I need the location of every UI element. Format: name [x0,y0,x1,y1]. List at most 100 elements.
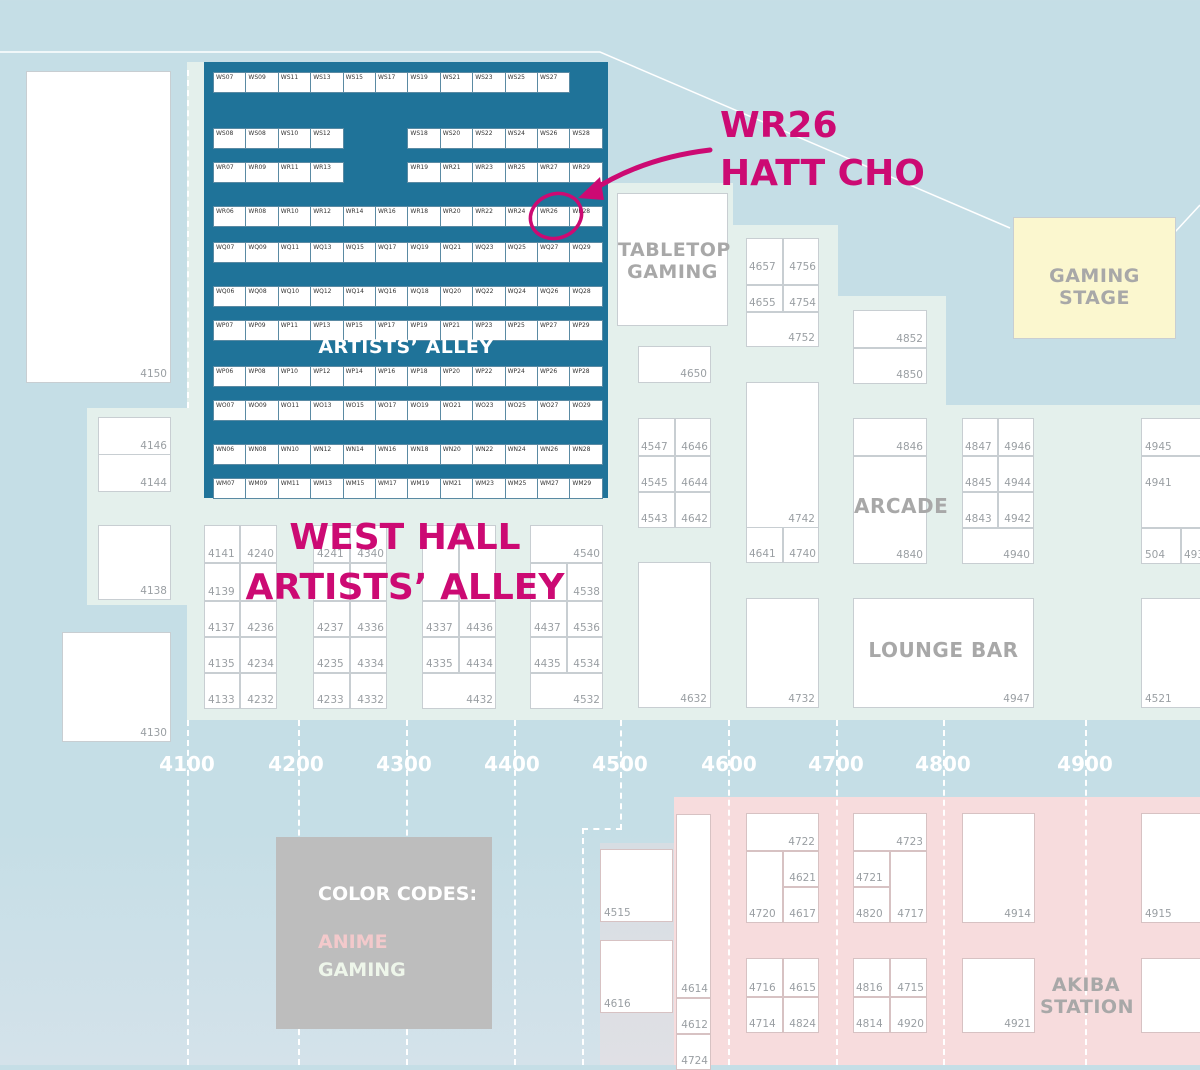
alley-booth-wr09[interactable]: WR09 [245,162,279,183]
alley-booth-wq09[interactable]: WQ09 [245,242,279,263]
booth-4437[interactable]: 4437 [530,601,567,637]
alley-booth-wq21[interactable]: WQ21 [439,242,474,263]
alley-booth-wq14[interactable]: WQ14 [342,286,376,307]
alley-booth-wm11[interactable]: WM11 [277,478,312,499]
alley-booth-wm17[interactable]: WM17 [375,478,409,499]
booth-4824[interactable]: 4723 [853,813,927,851]
booth-4614[interactable]: 4612 [676,998,711,1034]
alley-booth-wn14[interactable]: WN14 [342,444,376,465]
booth-4754[interactable]: 4754 [783,285,819,312]
alley-booth-wo13[interactable]: WO13 [310,400,344,421]
booth-blank[interactable] [240,563,277,601]
booth-4141[interactable]: 4141 [204,525,240,563]
alley-booth-wp10[interactable]: WP10 [277,366,312,387]
alley-booth-wm13[interactable]: WM13 [310,478,344,499]
alley-booth-wp22[interactable]: WP22 [472,366,506,387]
alley-booth-wm25[interactable]: WM25 [504,478,538,499]
alley-booth-wn26[interactable]: WN26 [537,444,571,465]
alley-booth-wq07[interactable]: WQ07 [213,242,247,263]
booth-4947[interactable]: 4945 [1141,418,1200,456]
booth-4144[interactable]: 4144 [98,454,171,492]
booth-4337[interactable]: 4337 [422,601,459,637]
alley-booth-ws25[interactable]: WS25 [504,72,538,93]
booth-4946[interactable]: 4946 [998,418,1034,456]
booth-4940[interactable]: 4940 [962,528,1034,564]
alley-booth-wr12[interactable]: WR12 [310,206,344,227]
booth-4612[interactable]: 4724 [676,1034,711,1070]
alley-booth-wq19[interactable]: WQ19 [407,242,441,263]
alley-booth-ws23[interactable]: WS23 [472,72,506,93]
alley-booth-wn22[interactable]: WN22 [472,444,506,465]
booth-4646[interactable]: 4646 [675,418,711,456]
booth-4617[interactable]: 4716 [746,958,783,997]
booth-4334[interactable]: 4334 [350,637,387,673]
booth-4845[interactable]: 4845 [962,456,998,492]
alley-booth-wq15[interactable]: WQ15 [342,242,376,263]
alley-booth-wp26[interactable]: WP26 [537,366,571,387]
booth-4235[interactable]: 4235 [313,637,350,673]
alley-booth-ws28[interactable]: WS28 [569,128,603,149]
alley-booth-wr08[interactable]: WR08 [245,206,279,227]
alley-booth-wq16[interactable]: WQ16 [375,286,409,307]
alley-booth-wr19[interactable]: WR19 [407,162,441,183]
alley-booth-wo07[interactable]: WO07 [213,400,247,421]
alley-booth-ws27[interactable]: WS27 [537,72,571,93]
booth-4534[interactable]: 4534 [567,637,603,673]
alley-booth-wp08[interactable]: WP08 [245,366,279,387]
alley-booth-wm21[interactable]: WM21 [439,478,474,499]
booth-4236[interactable]: 4236 [240,601,277,637]
booth-4847[interactable]: 4847 [962,418,998,456]
alley-booth-wq17[interactable]: WQ17 [375,242,409,263]
booth-4657[interactable]: 4657 [746,238,783,285]
alley-booth-ws08[interactable]: WS08 [245,128,279,149]
booth-4547[interactable]: 4547 [638,418,675,456]
alley-booth-wn10[interactable]: WN10 [277,444,312,465]
booth-4752[interactable]: 4752 [746,312,819,347]
alley-booth-wn12[interactable]: WN12 [310,444,344,465]
alley-booth-wm19[interactable]: WM19 [407,478,441,499]
booth-4843[interactable]: 4843 [962,492,998,528]
booth-4632[interactable]: 4632 [638,562,711,708]
alley-booth-wo09[interactable]: WO09 [245,400,279,421]
alley-booth-wo11[interactable]: WO11 [277,400,312,421]
alley-booth-wq08[interactable]: WQ08 [245,286,279,307]
booth-4724[interactable]: 4722 [746,813,819,851]
booth-4650[interactable]: 4650 [638,346,711,383]
booth-4536[interactable]: 4536 [567,601,603,637]
booth-4641[interactable]: 4641 [746,527,783,563]
alley-booth-ws17[interactable]: WS17 [375,72,409,93]
booth-4538[interactable]: 4538 [567,563,603,601]
alley-booth-wq12[interactable]: WQ12 [310,286,344,307]
alley-booth-wr07[interactable]: WR07 [213,162,247,183]
alley-booth-wp17[interactable]: WP17 [375,320,409,341]
alley-booth-ws21[interactable]: WS21 [439,72,474,93]
alley-booth-wp24[interactable]: WP24 [504,366,538,387]
booth-4232[interactable]: 4232 [240,673,277,709]
alley-booth-ws12[interactable]: WS12 [310,128,344,149]
alley-booth-wn08[interactable]: WN08 [245,444,279,465]
alley-booth-wm15[interactable]: WM15 [342,478,376,499]
alley-booth-ws18[interactable]: WS18 [407,128,441,149]
booth-4852[interactable]: 4852 [853,310,927,348]
booth-4921[interactable]: 4915 [1141,813,1200,923]
booth-4816[interactable]: 4715 [890,958,927,997]
alley-booth-wq10[interactable]: WQ10 [277,286,312,307]
booth-4820[interactable]: 4717 [890,851,927,923]
alley-booth-wq22[interactable]: WQ22 [472,286,506,307]
booth-4850[interactable]: 4850 [853,348,927,384]
booth-blank[interactable] [422,525,459,601]
alley-booth-wo15[interactable]: WO15 [342,400,376,421]
alley-booth-wm29[interactable]: WM29 [569,478,603,499]
alley-booth-wr06[interactable]: WR06 [213,206,247,227]
alley-booth-wn06[interactable]: WN06 [213,444,247,465]
alley-booth-wn20[interactable]: WN20 [439,444,474,465]
alley-booth-wp18[interactable]: WP18 [407,366,441,387]
booth-4942[interactable]: 4942 [998,492,1034,528]
alley-booth-ws08[interactable]: WS08 [213,128,247,149]
booth-4133[interactable]: 4133 [204,673,240,709]
booth-blank[interactable] [459,525,496,601]
alley-booth-wr14[interactable]: WR14 [342,206,376,227]
booth-4920[interactable]: 4914 [962,813,1035,923]
alley-booth-ws10[interactable]: WS10 [277,128,312,149]
booth-4234[interactable]: 4234 [240,637,277,673]
